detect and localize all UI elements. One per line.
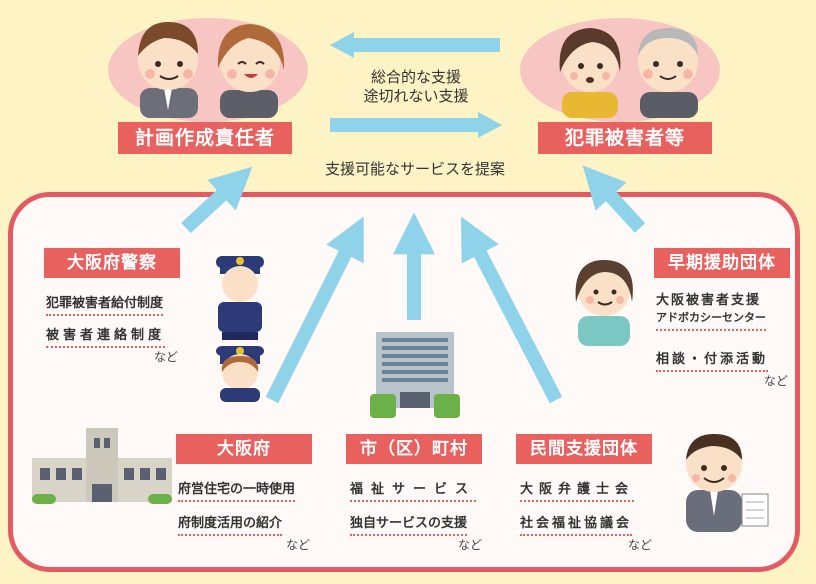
middle-caption-line2: 途切れない支援 xyxy=(363,87,469,105)
arrow-private-to-center xyxy=(460,216,563,404)
arrow-left-to-planner xyxy=(330,32,500,58)
prefecture-item-1: 府営住宅の一時使用 xyxy=(178,478,296,502)
police-item-1: 犯罪被害者給付制度 xyxy=(46,292,164,316)
planner-label: 計画作成責任者 xyxy=(118,122,292,154)
early-aid-label: 早期援助団体 xyxy=(654,248,790,278)
city-item-2: 独自サービスの支援 xyxy=(350,512,468,536)
arrow-right-to-victims xyxy=(330,112,502,138)
police-item-2: 被害者連絡制度 xyxy=(46,324,166,348)
prefecture-label: 大阪府 xyxy=(176,434,312,464)
victims-people-illustration xyxy=(559,28,698,118)
city-item-1: 福祉サービス xyxy=(350,478,477,502)
early-aid-etc: など xyxy=(764,374,789,388)
city-building-illustration xyxy=(370,332,460,418)
arrow-early-to-victims xyxy=(582,165,646,233)
police-officers-illustration xyxy=(216,256,264,402)
city-etc: など xyxy=(458,538,483,552)
arrow-pref-to-center xyxy=(265,216,364,404)
private-support-man-illustration xyxy=(686,434,769,532)
early-aid-item-1-line2: アドボカシーセンター xyxy=(656,311,766,324)
early-aid-woman-illustration xyxy=(575,260,633,346)
propose-caption: 支援可能なサービスを提案 xyxy=(324,160,505,178)
private-item-1: 大阪弁護士会 xyxy=(520,478,635,502)
prefecture-etc: など xyxy=(286,538,311,552)
early-aid-item-1: 大阪被害者支援 アドボカシーセンター xyxy=(656,292,766,331)
early-aid-item-1-line1: 大阪被害者支援 xyxy=(656,293,762,308)
private-item-2: 社会福祉協議会 xyxy=(520,512,633,536)
prefecture-item-2: 府制度活用の紹介 xyxy=(178,512,283,536)
police-etc: など xyxy=(154,350,179,364)
private-label: 民間支援団体 xyxy=(516,434,652,464)
victims-label: 犯罪被害者等 xyxy=(538,122,712,154)
arrow-police-to-planner xyxy=(181,166,253,234)
private-etc: など xyxy=(628,538,653,552)
early-aid-item-2: 相談・付添活動 xyxy=(656,348,769,372)
police-label: 大阪府警察 xyxy=(44,248,180,278)
middle-caption-line1: 総合的な支援 xyxy=(370,68,461,86)
planner-people-illustration xyxy=(138,22,285,118)
city-label: 市（区）町村 xyxy=(346,434,482,464)
prefecture-building-illustration xyxy=(32,428,172,504)
